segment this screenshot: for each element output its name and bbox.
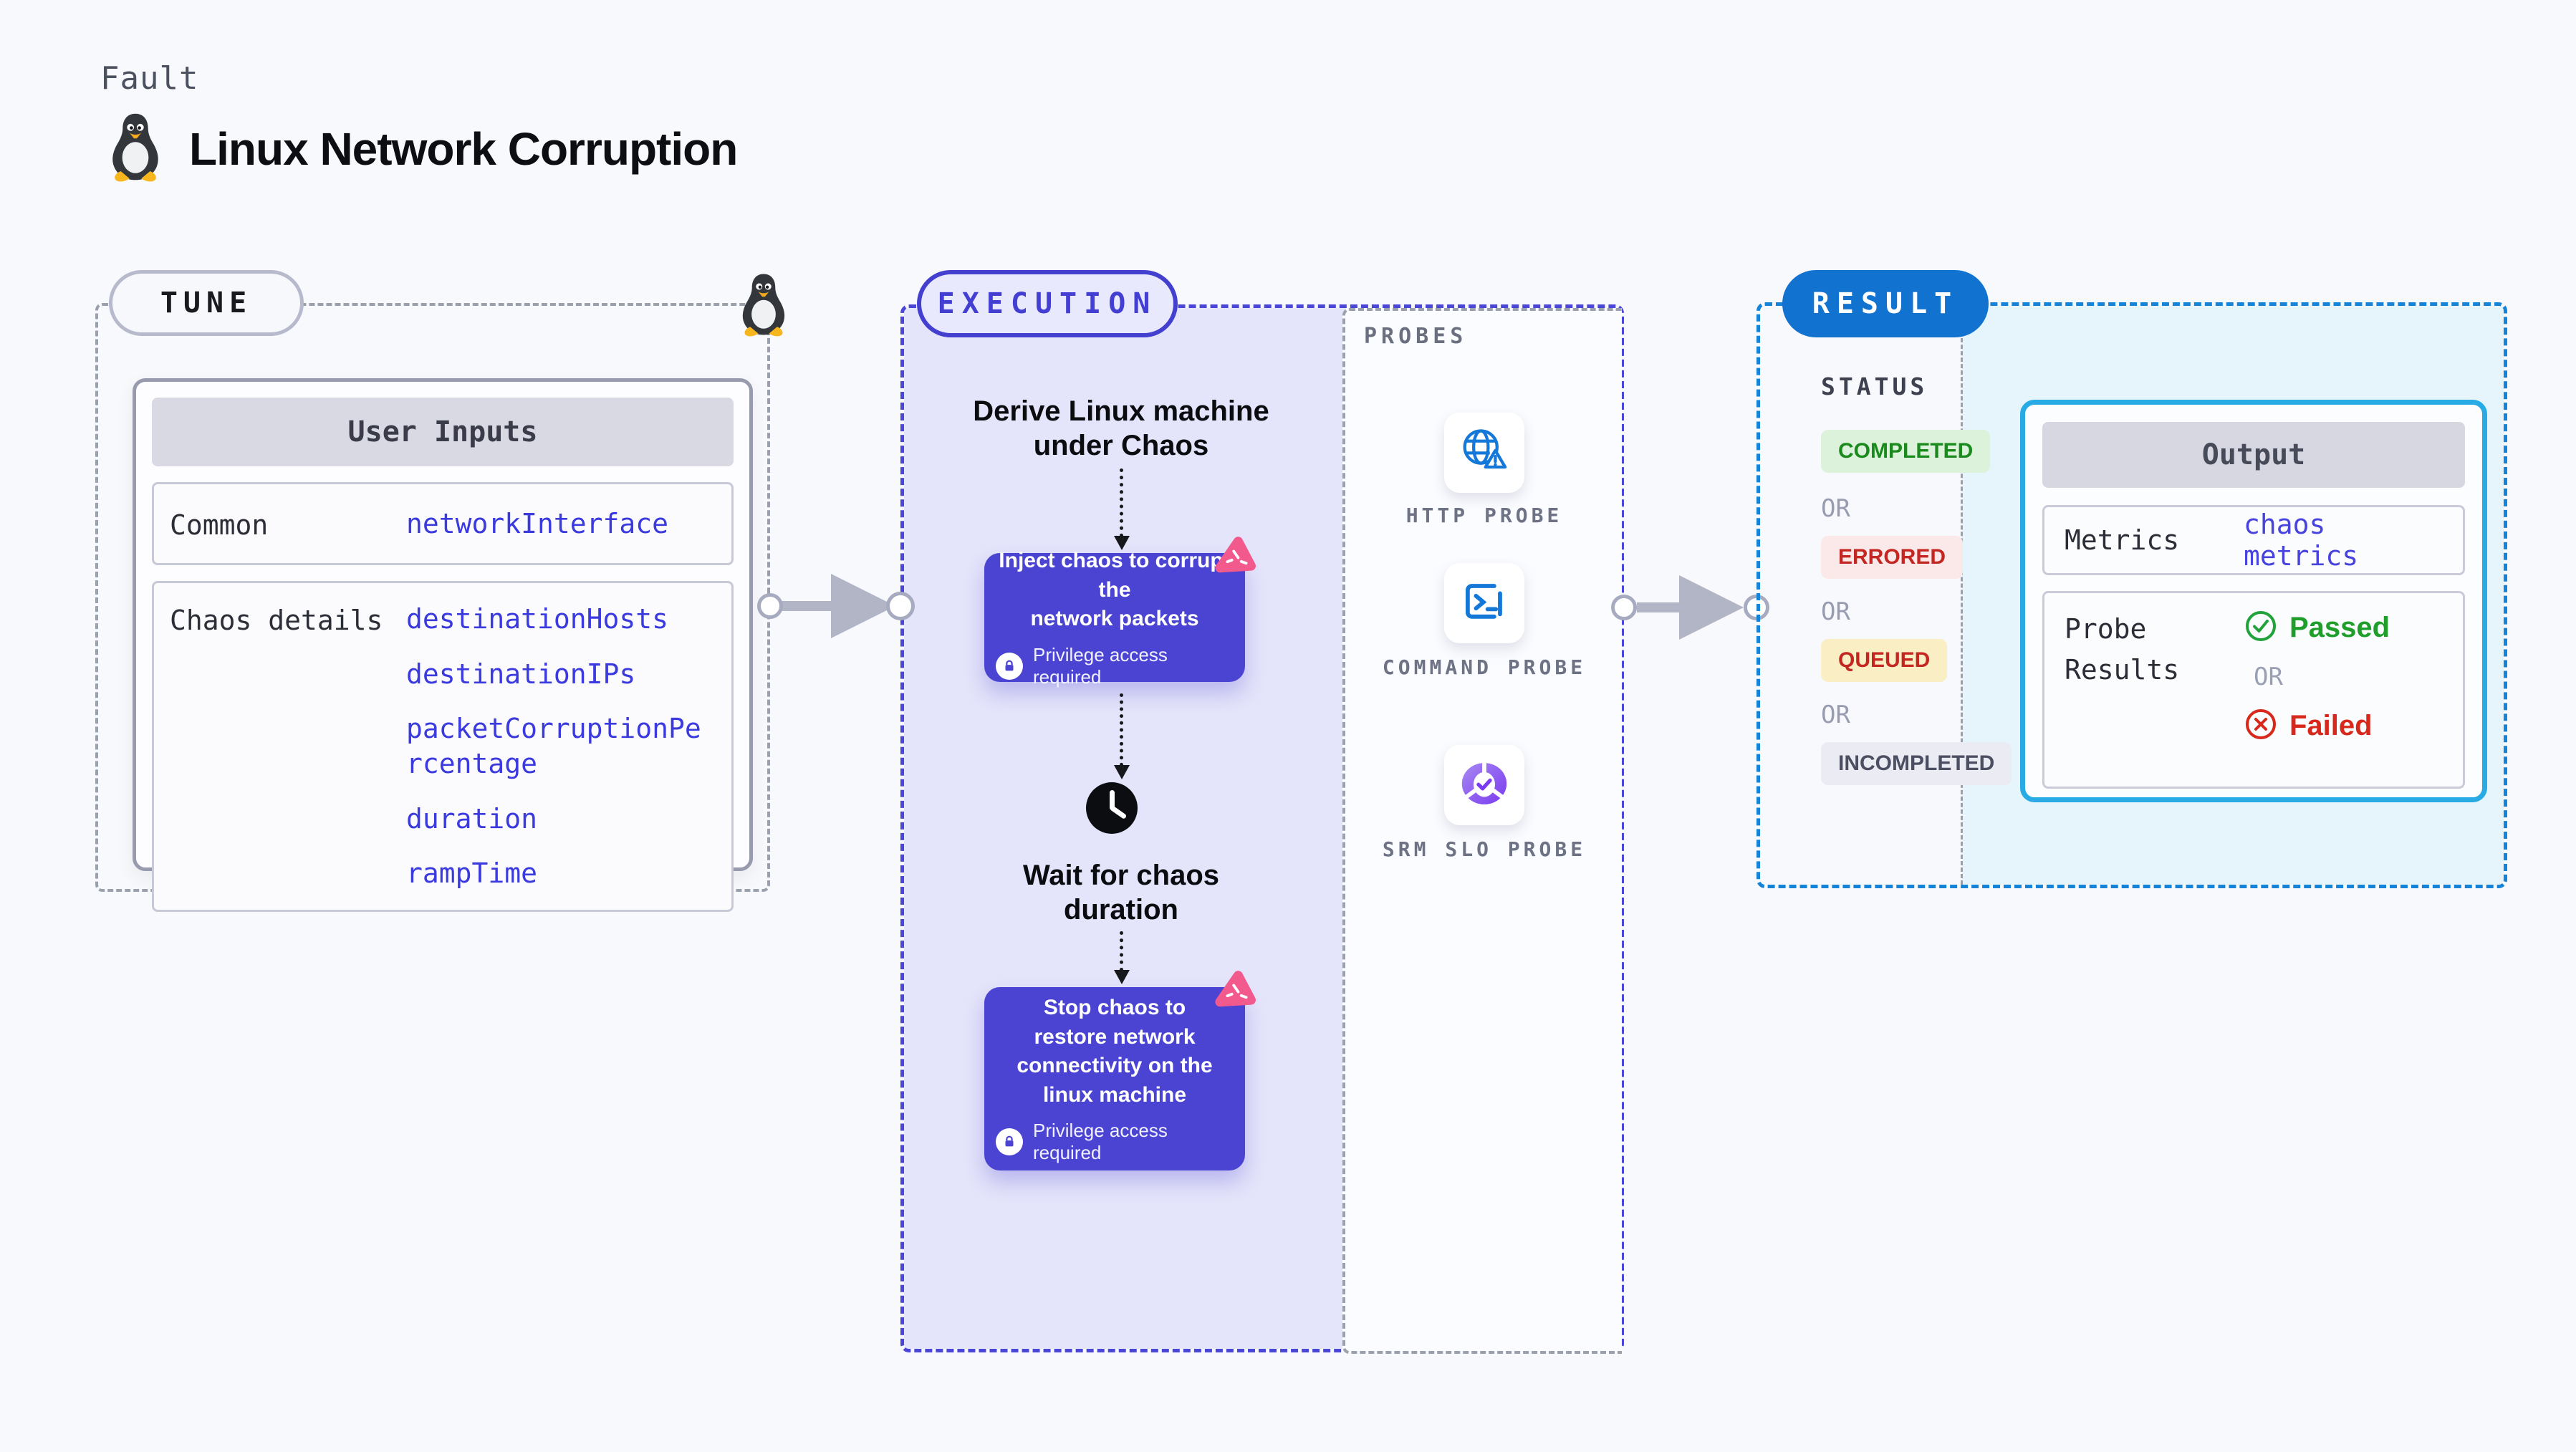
- wait-step-text: Wait for chaos duration: [1022, 860, 1220, 925]
- chaos-pinwheel-icon: [1211, 966, 1260, 1015]
- privilege-note-text: Privilege access required: [1033, 643, 1168, 688]
- flow-arrow: [1120, 693, 1123, 766]
- check-circle-icon: [2244, 609, 2278, 647]
- input-row-common: Common networkInterface: [152, 482, 734, 565]
- execution-to-result-arrow-head: [1679, 575, 1744, 640]
- http-probe-card: [1444, 413, 1524, 493]
- page-header: Linux Network Corruption: [106, 112, 738, 186]
- flow-arrow-tip: [1114, 765, 1130, 779]
- chaos-pinwheel-icon: [1211, 532, 1260, 581]
- page-title: Linux Network Corruption: [189, 122, 738, 175]
- input-value: duration: [406, 802, 538, 835]
- tune-to-execution-arrow-shaft: [781, 601, 845, 611]
- metrics-label: Metrics: [2065, 524, 2180, 556]
- srm-slo-probe-label: SRM SLO PROBE: [1382, 837, 1587, 861]
- output-header: Output: [2042, 422, 2465, 488]
- derive-step-text: Derive Linux machine under Chaos: [973, 395, 1269, 461]
- command-probe-card: [1444, 563, 1524, 643]
- slo-gauge-icon: [1458, 757, 1511, 814]
- probe-results-or: OR: [2254, 663, 2283, 691]
- status-badge-queued: QUEUED: [1821, 639, 1948, 682]
- flow-arrow: [1120, 468, 1123, 537]
- probe-results-values: Passed OR Failed: [2244, 609, 2390, 745]
- tux-penguin-icon: [106, 112, 165, 186]
- globe-alert-icon: [1457, 424, 1512, 482]
- user-inputs-header: User Inputs: [152, 398, 734, 466]
- passed-text: Passed: [2289, 612, 2390, 643]
- flow-arrow: [1120, 931, 1123, 971]
- input-value: packetCorruptionPercentage: [406, 713, 701, 779]
- probe-results-row: Probe Results Passed OR: [2042, 591, 2465, 789]
- execution-to-result-arrow-shaft: [1637, 602, 1683, 612]
- passed-line: Passed: [2244, 609, 2390, 647]
- status-badge-errored: ERRORED: [1821, 536, 1964, 579]
- input-row-chaos-details: Chaos details destinationHosts destinati…: [152, 581, 734, 912]
- command-probe-label: COMMAND PROBE: [1382, 655, 1587, 679]
- status-badge-completed: COMPLETED: [1821, 430, 1991, 473]
- status-or: OR: [1821, 494, 1850, 523]
- flow-arrow-tip: [1114, 536, 1130, 550]
- http-probe-label: HTTP PROBE: [1405, 504, 1563, 527]
- status-or: OR: [1821, 701, 1850, 729]
- user-inputs-card: User Inputs Common networkInterface Chao…: [133, 378, 753, 912]
- status-badge-incompleted: INCOMPLETED: [1821, 742, 2012, 785]
- probe-results-label: Probe Results: [2065, 613, 2180, 686]
- inject-chaos-title: Inject chaos to corrupt the network pack…: [999, 549, 1231, 631]
- input-value: networkInterface: [406, 507, 669, 539]
- connector-dot: [1611, 595, 1637, 620]
- output-card: Output Metrics chaos metrics Probe Resul…: [2020, 400, 2487, 802]
- tune-badge: TUNE: [109, 270, 304, 336]
- lock-icon: [996, 652, 1023, 680]
- result-divider: [1961, 306, 1963, 885]
- privilege-note: Privilege access required: [996, 644, 1234, 688]
- input-value: destinationHosts: [406, 603, 669, 635]
- failed-line: Failed: [2244, 707, 2390, 745]
- fault-kicker: Fault: [100, 60, 199, 97]
- lock-icon: [996, 1128, 1023, 1155]
- wait-clock-icon: [1086, 782, 1138, 834]
- connector-dot: [886, 592, 915, 620]
- stop-chaos-title: Stop chaos to restore network connectivi…: [1017, 996, 1213, 1107]
- inject-chaos-node: Inject chaos to corrupt the network pack…: [984, 549, 1245, 688]
- x-circle-icon: [2244, 707, 2278, 745]
- metrics-value: chaos metrics: [2244, 509, 2359, 572]
- result-badge: RESULT: [1782, 270, 1989, 337]
- stop-chaos-node: Stop chaos to restore network connectivi…: [984, 987, 1245, 1170]
- privilege-note-text: Privilege access required: [1033, 1120, 1168, 1163]
- privilege-note: Privilege access required: [996, 1120, 1234, 1164]
- terminal-icon: [1458, 575, 1511, 632]
- input-row-label: Chaos details: [170, 605, 383, 636]
- execution-badge: EXECUTION: [917, 270, 1178, 337]
- input-row-label: Common: [170, 509, 269, 541]
- tune-to-execution-arrow-head: [831, 574, 895, 638]
- status-or: OR: [1821, 597, 1850, 626]
- tux-penguin-icon-small: [736, 272, 791, 340]
- metrics-row: Metrics chaos metrics: [2042, 505, 2465, 575]
- probes-label: PROBES: [1364, 324, 1468, 349]
- srm-slo-probe-card: [1444, 745, 1524, 825]
- input-value: destinationIPs: [406, 658, 636, 690]
- connector-dot: [757, 593, 783, 619]
- status-label: STATUS: [1821, 372, 1928, 400]
- input-value: rampTime: [406, 857, 538, 890]
- failed-text: Failed: [2289, 710, 2373, 741]
- flow-arrow-tip: [1114, 970, 1130, 984]
